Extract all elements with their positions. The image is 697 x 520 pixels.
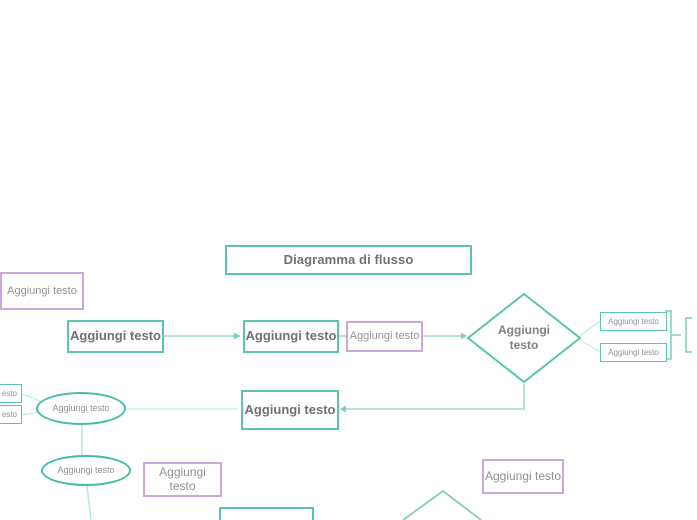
bracket-clipped-right — [685, 317, 692, 353]
node-process-start[interactable]: Aggiungi testo — [67, 320, 164, 353]
diamond-shape — [466, 292, 582, 384]
arrowhead-diamond-return — [340, 405, 346, 413]
arrowhead-start-to-second — [234, 332, 240, 340]
node-clipped-left-bottom-label: esto — [1, 409, 17, 419]
node-decision-diamond-label: Aggiungi testo — [466, 292, 582, 384]
node-purple-inline-label: Aggiungi testo — [349, 330, 420, 343]
node-process-return-label: Aggiungi testo — [244, 401, 336, 417]
connector-diamond-to-branch-top — [579, 320, 601, 337]
connector-ellipse-lower-down — [86, 485, 92, 520]
node-clipped-left-top[interactable]: esto — [0, 384, 22, 403]
diamond-label-line1: Aggiungi — [498, 323, 550, 337]
node-ellipse-upper[interactable]: Aggiungi testo — [36, 392, 126, 425]
node-process-return[interactable]: Aggiungi testo — [241, 390, 339, 430]
node-decision-diamond[interactable]: Aggiungi testo — [466, 292, 582, 384]
node-ellipse-upper-label: Aggiungi testo — [52, 403, 110, 414]
node-branch-top-label: Aggiungi testo — [608, 316, 659, 326]
node-purple-lower-right[interactable]: Aggiungi testo — [482, 459, 564, 494]
node-clipped-bottom-rect[interactable] — [219, 507, 314, 520]
title-node-label: Diagramma di flusso — [283, 251, 414, 267]
node-clipped-left-top-label: esto — [1, 388, 17, 398]
node-purple-top-left-label: Aggiungi testo — [7, 284, 77, 297]
connector-diamond-to-branch-bottom — [579, 339, 601, 353]
node-purple-lower-right-label: Aggiungi testo — [484, 468, 562, 483]
diamond-label-line2: testo — [509, 338, 539, 352]
node-process-second[interactable]: Aggiungi testo — [243, 320, 339, 353]
connector-diamond-return — [341, 384, 525, 410]
node-process-second-label: Aggiungi testo — [245, 328, 337, 344]
node-purple-lower-left[interactable]: Aggiungi testo — [143, 462, 222, 497]
clipped-diamond-bottom — [402, 489, 482, 520]
title-node[interactable]: Diagramma di flusso — [225, 245, 472, 275]
node-branch-bottom-label: Aggiungi testo — [608, 347, 659, 357]
node-purple-top-left[interactable]: Aggiungi testo — [0, 272, 84, 310]
node-process-start-label: Aggiungi testo — [70, 328, 161, 344]
node-branch-bottom[interactable]: Aggiungi testo — [600, 343, 667, 362]
node-clipped-left-bottom[interactable]: esto — [0, 405, 22, 424]
node-ellipse-lower[interactable]: Aggiungi testo — [41, 455, 131, 486]
node-ellipse-lower-label: Aggiungi testo — [57, 465, 115, 476]
node-purple-inline[interactable]: Aggiungi testo — [346, 321, 423, 352]
node-branch-top[interactable]: Aggiungi testo — [600, 312, 667, 331]
node-purple-lower-left-label: Aggiungi testo — [159, 464, 206, 493]
